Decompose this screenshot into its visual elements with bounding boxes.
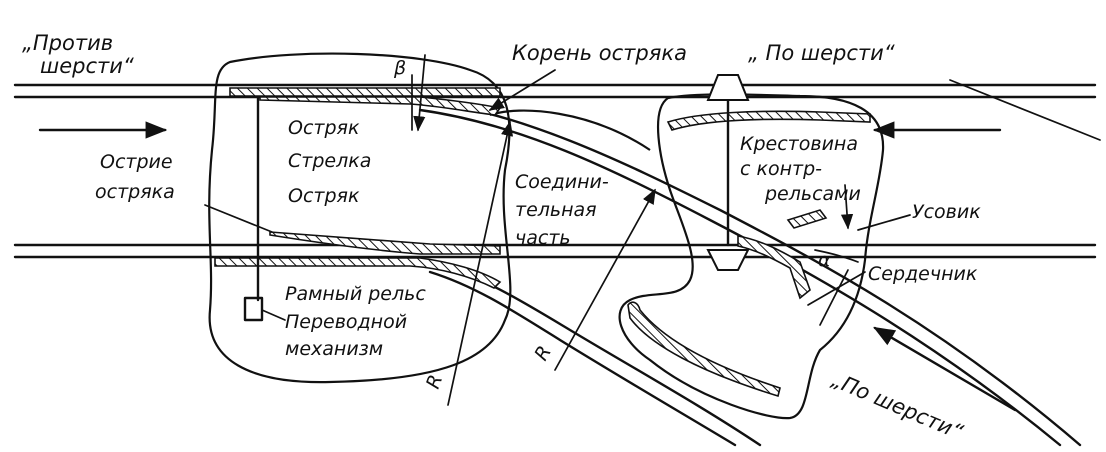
- leader-along-top: [949, 79, 1101, 141]
- label-root: Корень остряка: [512, 41, 687, 65]
- alpha-arc: [814, 249, 859, 263]
- frog-insulator-bottom: [706, 249, 750, 271]
- blade-bottom-hatch: [269, 231, 501, 255]
- label-along-wool-top: „ По шерсти“: [748, 41, 895, 65]
- label-connecting-3: часть: [515, 227, 571, 249]
- label-core: Сердечник: [868, 263, 978, 285]
- radius-line-2: [554, 188, 656, 371]
- frog-zone-outline: [618, 93, 885, 420]
- label-frog-2: с контр-: [740, 158, 822, 180]
- label-tip-1: Острие: [100, 151, 173, 173]
- wing-rail-hatch: [737, 235, 811, 300]
- label-beta: β: [393, 57, 406, 79]
- wing-rail-top-hatch: [786, 209, 828, 229]
- leader-root: [488, 69, 556, 111]
- diverging-rail-upper-2: [418, 108, 1062, 447]
- label-against-wool-1: „Против: [22, 31, 113, 55]
- stock-rail-top-hatch: [229, 87, 501, 97]
- label-stock-rail: Рамный рельс: [285, 283, 426, 305]
- label-connecting-1: Соедини-: [515, 171, 609, 193]
- label-wing: Усовик: [912, 201, 981, 223]
- leader-frog: [840, 184, 854, 230]
- radius-line-1: [447, 120, 514, 406]
- label-frog-3: рельсами: [764, 183, 861, 205]
- frog-insulator-top: [706, 74, 750, 101]
- mechanism-leader: [261, 309, 286, 321]
- blade-top-hatch: [259, 96, 502, 116]
- stock-rail-bottom-hatch: [214, 257, 502, 289]
- label-along-wool-bottom: „По шерсти“: [828, 368, 966, 445]
- label-tip-2: остряка: [95, 181, 175, 203]
- arrow-along-wool-bottom: [873, 326, 1017, 412]
- label-connecting-2: тельная: [515, 199, 597, 221]
- leader-core-2: [819, 269, 849, 326]
- label-alpha: α: [818, 249, 831, 271]
- label-blade-bottom: Остряк: [288, 185, 360, 207]
- leader-wing: [857, 214, 911, 231]
- label-mechanism-1: Переводной: [285, 311, 407, 333]
- connecting-zone-outline: [489, 109, 651, 151]
- guard-rail-top-hatch: [666, 110, 871, 131]
- leader-core: [807, 271, 866, 306]
- diverging-rail-lower: [428, 260, 762, 447]
- label-switch: Стрелка: [288, 150, 371, 172]
- beta-marker-v2: [413, 54, 426, 132]
- label-against-wool-2: шерсти“: [40, 54, 134, 78]
- guard-rail-bottom-hatch: [627, 301, 781, 398]
- label-blade-top: Остряк: [288, 117, 360, 139]
- label-frog-1: Крестовина: [740, 133, 858, 155]
- label-radius-1: R: [422, 372, 447, 392]
- switch-mechanism-box: [243, 296, 264, 322]
- label-mechanism-2: механизм: [285, 338, 383, 360]
- label-radius-2: R: [530, 342, 556, 364]
- leader-tip: [204, 204, 273, 233]
